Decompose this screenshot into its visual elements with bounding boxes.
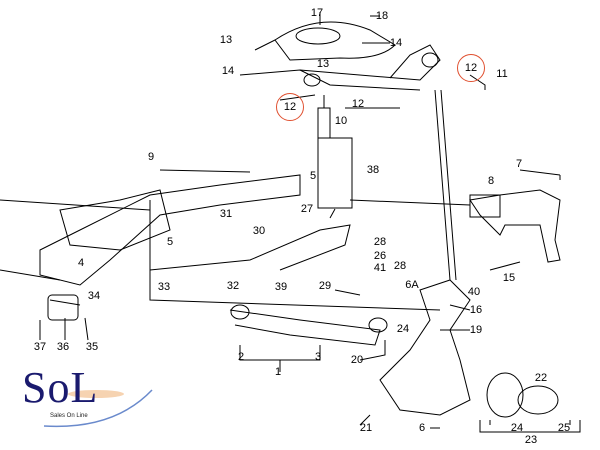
callout-33: 33 (157, 281, 171, 293)
callout-13: 13 (316, 58, 330, 70)
callout-17: 17 (310, 7, 324, 19)
callout-41: 41 (373, 262, 387, 274)
logo-tagline: Sales On Line (50, 413, 88, 419)
callout-1: 1 (274, 366, 282, 378)
callout-11: 11 (496, 68, 508, 80)
callout-31: 31 (219, 208, 233, 220)
callout-6: 6 (418, 422, 426, 434)
callout-37: 37 (33, 341, 47, 353)
callout-3: 3 (314, 351, 322, 363)
callout-24: 24 (396, 323, 410, 335)
callout-9: 9 (147, 151, 155, 163)
callout-18: 18 (375, 10, 389, 22)
callout-21: 21 (359, 422, 373, 434)
callout-30: 30 (252, 225, 266, 237)
callout-38: 38 (366, 164, 380, 176)
callout-29: 29 (318, 280, 332, 292)
callout-5: 5 (309, 170, 317, 182)
callout-12: 12 (351, 98, 365, 110)
callout-23: 23 (524, 434, 538, 446)
callout-27: 27 (300, 203, 314, 215)
callout-13: 13 (219, 34, 233, 46)
callout-10: 10 (334, 115, 348, 127)
highlight-circle-12-right (457, 54, 485, 82)
callout-7: 7 (515, 158, 523, 170)
callout-22: 22 (534, 372, 548, 384)
callout-16: 16 (469, 304, 483, 316)
callout-14: 14 (389, 37, 403, 49)
logo-swoosh (43, 389, 153, 428)
callout-26: 26 (373, 250, 387, 262)
callout-20: 20 (350, 354, 364, 366)
callout-24: 24 (510, 422, 524, 434)
callout-14: 14 (221, 65, 235, 77)
callout-12-circled: 12 (464, 62, 478, 74)
sol-logo: SoL Sales On Line (14, 363, 154, 428)
logo-text: SoL (22, 363, 99, 412)
callout-8: 8 (487, 175, 495, 187)
callout-19: 19 (469, 324, 483, 336)
callout-15: 15 (502, 272, 516, 284)
callout-35: 35 (85, 341, 99, 353)
highlight-circle-12-left (276, 93, 304, 121)
callout-6a: 6A (405, 279, 419, 291)
callout-36: 36 (56, 341, 70, 353)
callout-39: 39 (274, 281, 288, 293)
callout-32: 32 (226, 280, 240, 292)
callout-28: 28 (373, 236, 387, 248)
callout-25: 25 (557, 422, 571, 434)
callout-28: 28 (393, 260, 407, 272)
callout-40: 40 (467, 286, 481, 298)
callout-4: 4 (77, 257, 85, 269)
callout-34: 34 (87, 290, 101, 302)
callout-2: 2 (237, 351, 245, 363)
callout-12-circled: 12 (283, 101, 297, 113)
callout-5: 5 (166, 236, 174, 248)
